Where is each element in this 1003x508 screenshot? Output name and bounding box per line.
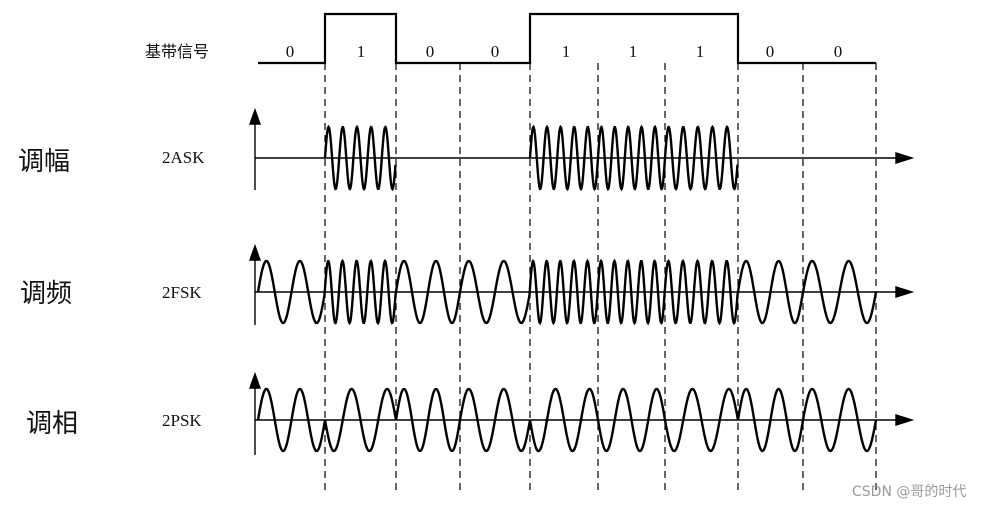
- row-cn-label-ask: 调幅: [18, 147, 70, 177]
- baseband-waveform: [258, 12, 876, 65]
- time-axis-arrow: [895, 414, 915, 426]
- row-cn-label-fsk: 调频: [20, 279, 72, 309]
- 2fsk-waveform: [256, 258, 878, 326]
- bit-label: 0: [766, 42, 775, 61]
- time-axis-arrow: [895, 152, 915, 164]
- bit-label: 1: [357, 42, 366, 61]
- row-label-2fsk: 2FSK: [162, 283, 202, 302]
- bit-label: 1: [629, 42, 638, 61]
- watermark: CSDN @哥的时代: [852, 484, 966, 500]
- bit-label: 0: [491, 42, 500, 61]
- bit-label: 0: [286, 42, 295, 61]
- bit-labels: 0 1 0 0 1 1 1 0 0: [286, 42, 843, 61]
- amplitude-axis-arrow: [249, 107, 261, 125]
- bit-label: 1: [562, 42, 571, 61]
- time-axis-arrow: [895, 286, 915, 298]
- bit-label: 1: [696, 42, 705, 61]
- row-label-2psk: 2PSK: [162, 411, 202, 430]
- bit-label: 0: [426, 42, 435, 61]
- 2ask-waveform: [323, 124, 739, 192]
- 2psk-waveform: [256, 387, 878, 453]
- baseband-label: 基带信号: [145, 42, 209, 61]
- amplitude-axis-arrow: [249, 243, 261, 261]
- row-cn-label-psk: 调相: [26, 409, 78, 439]
- amplitude-axis-arrow: [249, 371, 261, 389]
- bit-label: 0: [834, 42, 843, 61]
- row-label-2ask: 2ASK: [162, 148, 205, 167]
- axes: [249, 107, 915, 455]
